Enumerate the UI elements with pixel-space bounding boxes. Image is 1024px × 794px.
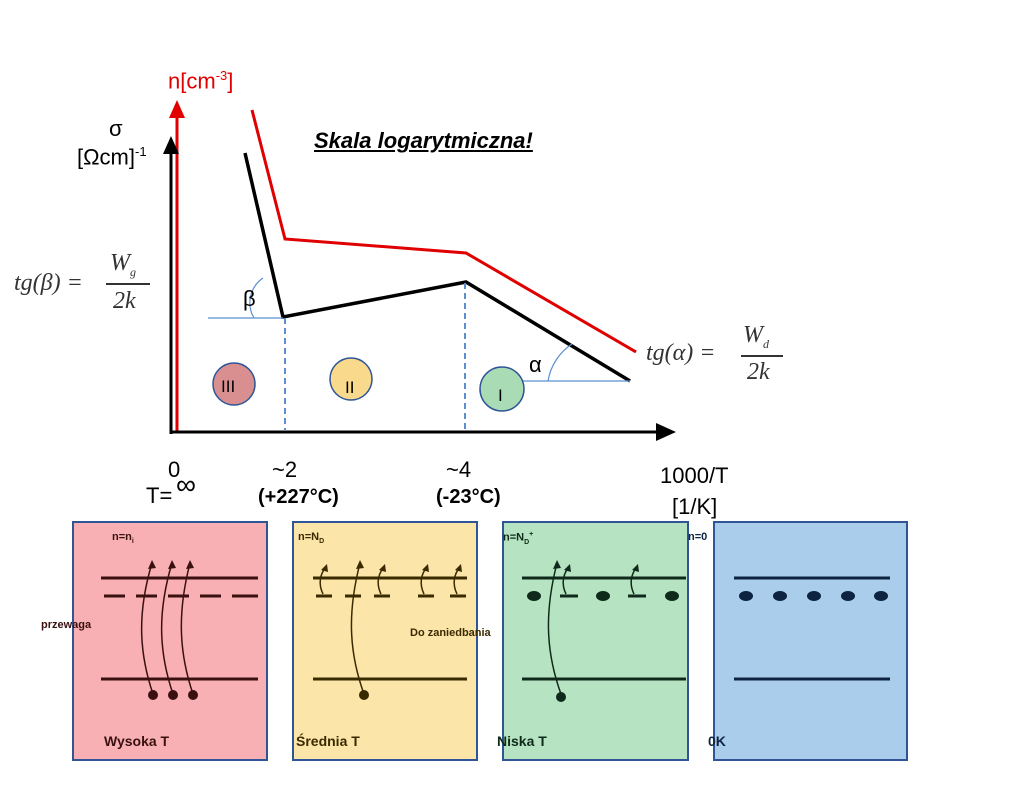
- n-axis-arrow: [169, 100, 185, 118]
- panel-mid-title: Średnia T: [296, 733, 360, 749]
- formula-alpha-num-sub: d: [763, 336, 769, 351]
- x-axis-label-line2: [1/K]: [672, 494, 718, 519]
- sigma-symbol: σ: [109, 116, 123, 141]
- beta-arc: [249, 277, 264, 319]
- formula-alpha-den: 2k: [747, 359, 770, 385]
- tick-t-inf-prefix: T=: [146, 483, 173, 508]
- formula-beta-lhs: tg(β) =: [14, 270, 83, 296]
- band-diagram-mid: [313, 560, 467, 700]
- panel-low-title: Niska T: [497, 733, 547, 749]
- tick-4-temp: (-23°C): [436, 486, 501, 508]
- tick-2: ~2: [272, 457, 298, 482]
- sigma-curve: [243, 152, 631, 383]
- beta-angle-label: β: [243, 286, 256, 311]
- region-iii-label: III: [221, 377, 236, 396]
- panel-mid-side-note: Do zaniedbania: [410, 627, 491, 639]
- panel-low-bg: [502, 521, 689, 761]
- panel-low-n-main: n=N: [503, 531, 525, 544]
- n-axis-label-main: n[cm: [168, 68, 216, 94]
- x-axis-arrow: [656, 423, 676, 441]
- panel-high-title: Wysoka T: [104, 733, 170, 749]
- region-iii-circle: [212, 362, 256, 406]
- n-axis-label-sup: -3: [215, 68, 228, 83]
- panel-low-n-sub: D: [524, 538, 530, 546]
- panel-high-side-note: przewaga: [41, 619, 92, 631]
- panel-low-n-label: n=ND+: [503, 531, 533, 546]
- band-diagram-low: [522, 560, 686, 702]
- tick-4: ~4: [446, 457, 472, 482]
- tick-2-temp: (+227°C): [258, 486, 339, 508]
- sigma-unit-sup: -1: [135, 144, 147, 159]
- band-diagram-zero: [734, 576, 890, 681]
- formula-alpha-num: Wd: [743, 322, 769, 352]
- n-axis-label-end: ]: [227, 68, 234, 94]
- panel-mid-bg: [292, 521, 478, 761]
- formula-alpha-lhs: tg(α) =: [646, 340, 716, 366]
- formula-alpha-num-main: W: [743, 322, 763, 348]
- panel-zero-title: 0K: [708, 733, 726, 749]
- formula-beta-num: Wg: [110, 250, 136, 280]
- sigma-axis-arrow: [163, 136, 179, 154]
- region-i-circle: [479, 366, 525, 412]
- panel-zero-bg: [713, 521, 908, 761]
- panel-mid-n-main: n=N: [298, 531, 320, 543]
- panel-high-bg: [72, 521, 268, 761]
- region-i-label: I: [498, 386, 503, 405]
- formula-beta-num-main: W: [110, 250, 130, 276]
- region-ii-label: II: [345, 378, 355, 397]
- panel-zero-n-label: n=0: [688, 531, 708, 543]
- panel-low-n-sup: +: [529, 531, 534, 538]
- region-ii-circle: [329, 357, 373, 401]
- band-diagram-high: [101, 560, 258, 700]
- tick-t-inf-symbol: ∞: [176, 469, 196, 500]
- alpha-arc: [547, 343, 573, 382]
- panel-high-n-label: n=ni: [112, 531, 134, 545]
- sigma-unit-main: [Ωcm]: [77, 144, 135, 170]
- n-curve: [250, 109, 637, 354]
- panel-high-n-sub: i: [131, 538, 134, 546]
- x-axis-label-line1: 1000/T: [660, 463, 729, 488]
- formula-beta-num-sub: g: [130, 264, 136, 279]
- n-axis-label: n[cm-3]: [168, 68, 233, 94]
- formula-alpha-fraction-bar: [741, 355, 783, 357]
- tick-zero: 0: [168, 457, 181, 482]
- log-scale-note: Skala logarytmiczna!: [314, 128, 533, 153]
- sigma-unit: [Ωcm]-1: [77, 144, 147, 170]
- formula-beta-fraction-bar: [106, 283, 150, 285]
- panel-high-n-main: n=n: [112, 531, 132, 543]
- formula-beta-den: 2k: [113, 288, 136, 314]
- alpha-angle-label: α: [529, 352, 542, 377]
- panel-mid-n-label: n=ND: [298, 531, 324, 545]
- panel-mid-n-sub: D: [319, 538, 325, 546]
